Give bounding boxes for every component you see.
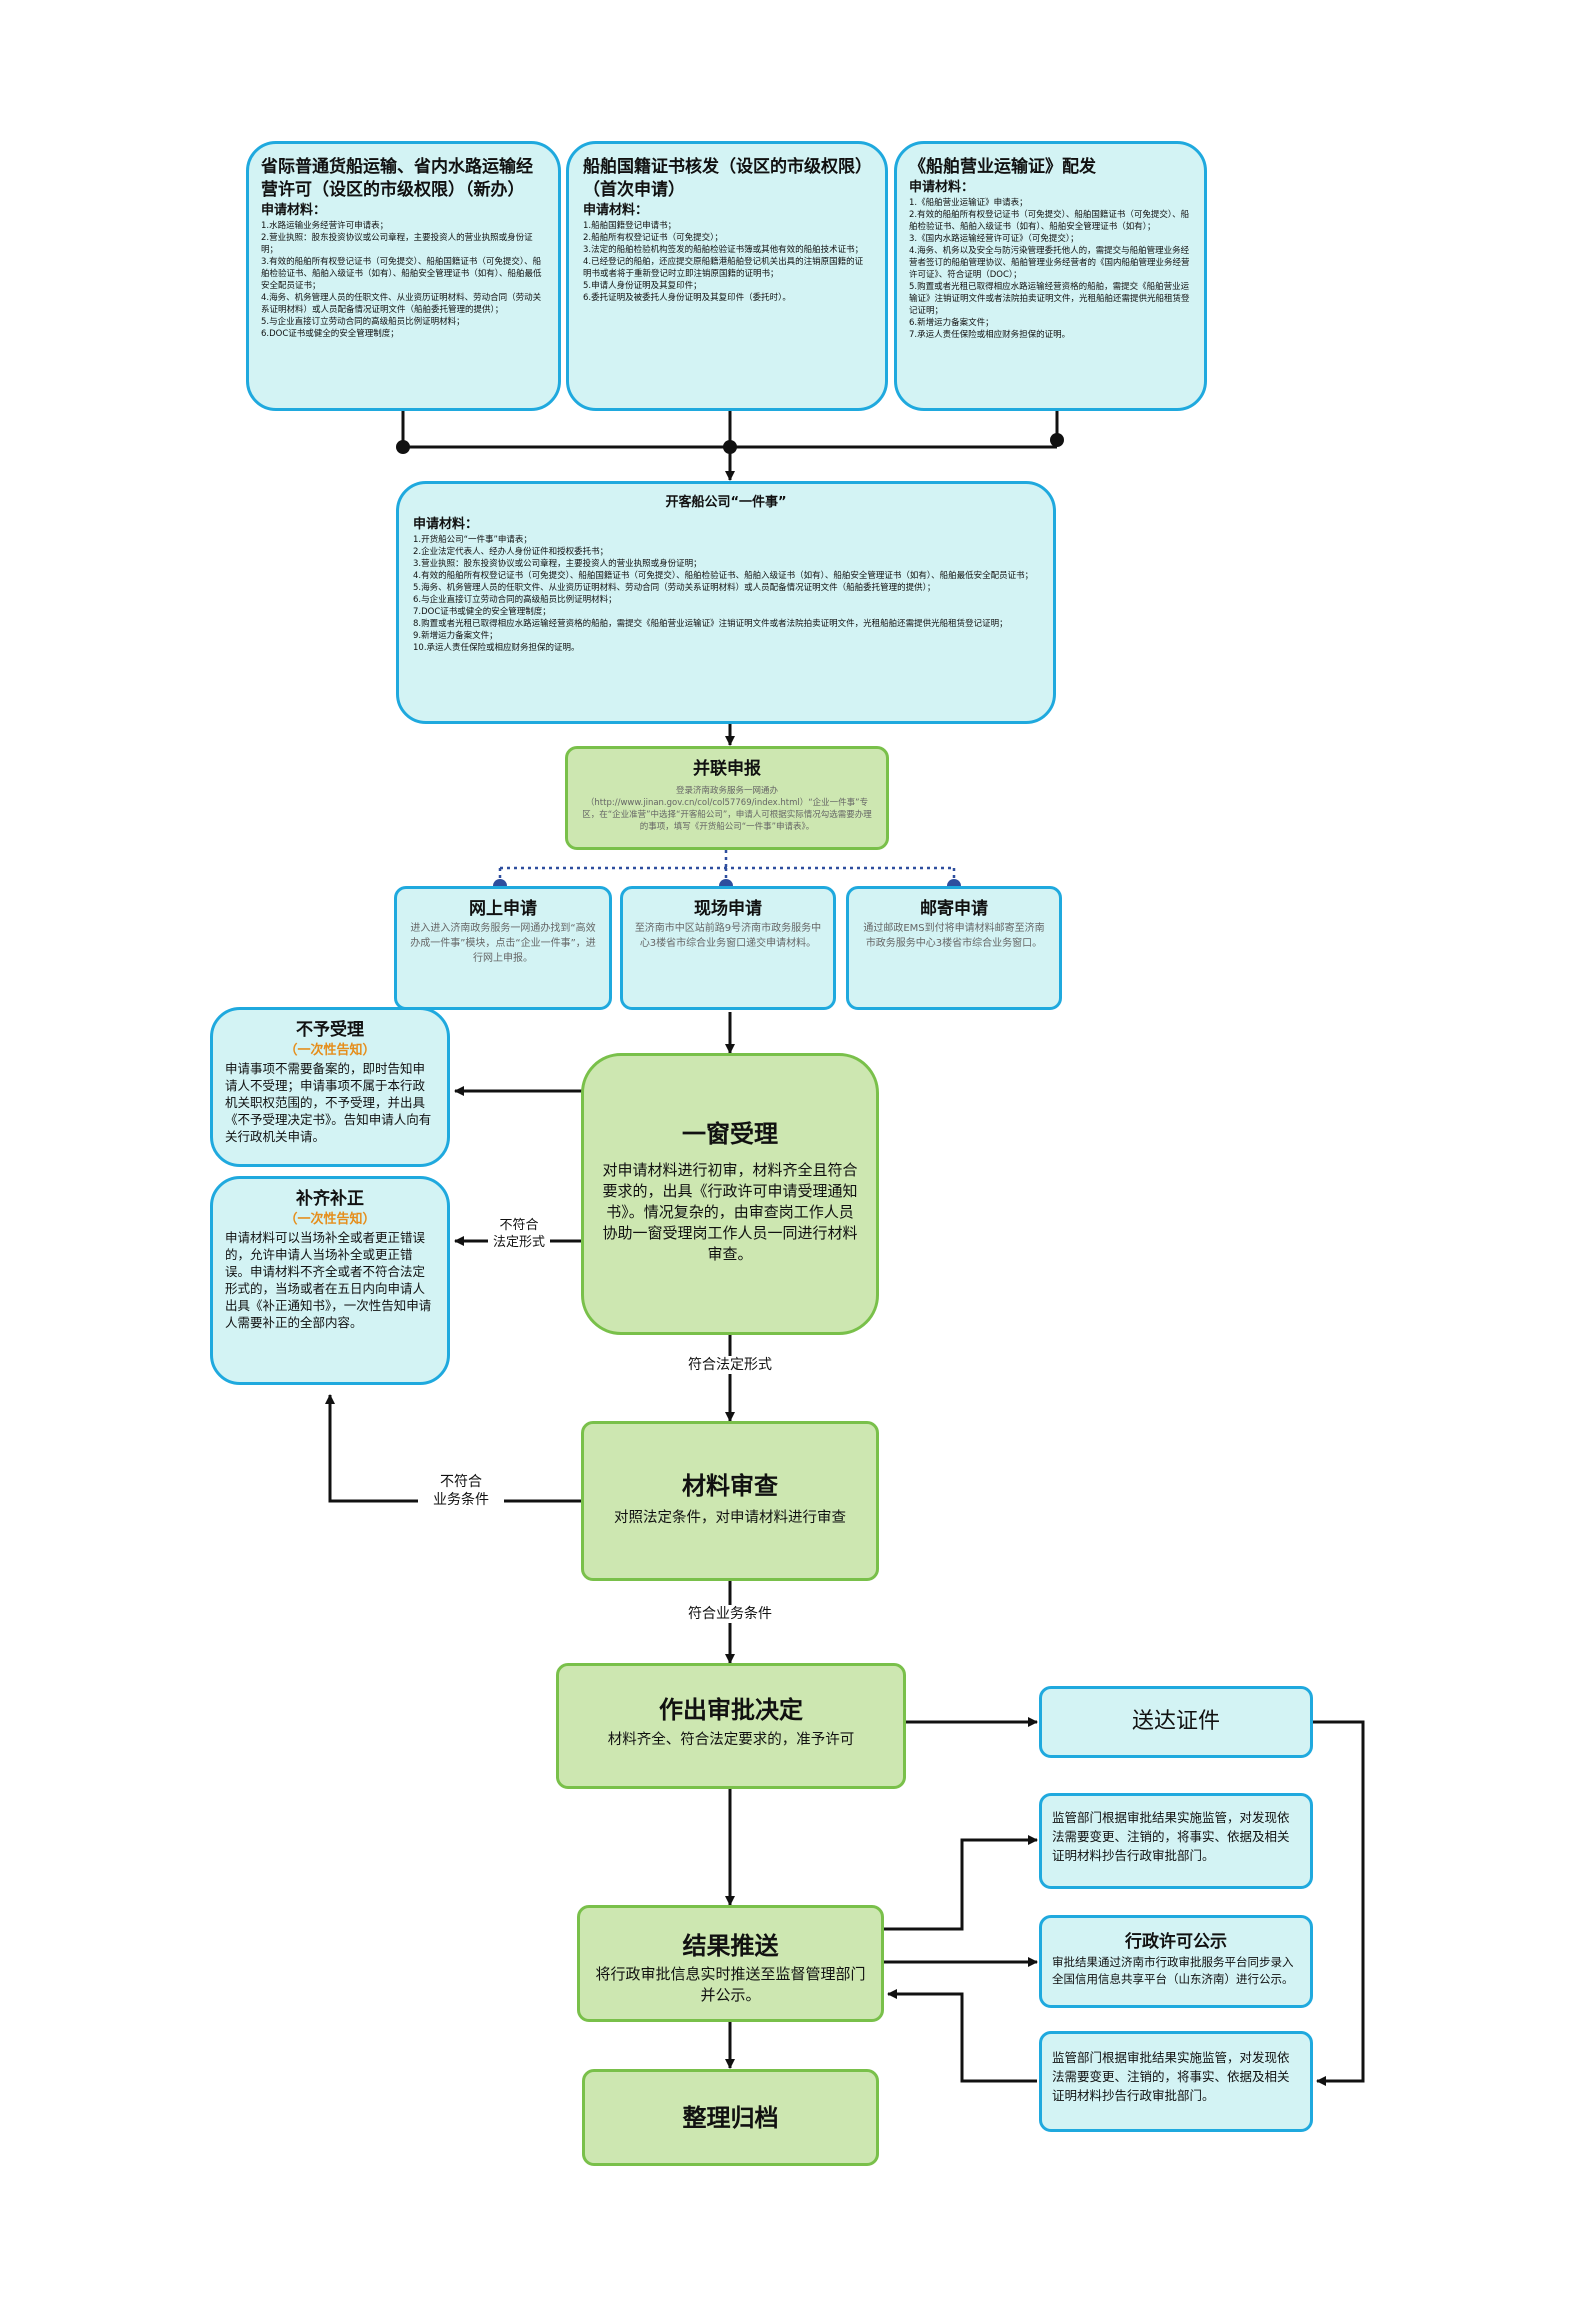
material-item: 5.与企业直接订立劳动合同的高级船员比例证明材料； — [261, 317, 465, 327]
material-item: 2.船舶所有权登记证书（可免提交）； — [583, 233, 723, 243]
materials-label: 申请材料： — [909, 180, 975, 195]
decision-title: 作出审批决定 — [659, 1696, 803, 1724]
box-title: 船舶国籍证书核发（设区的市级权限）（首次申请） — [583, 157, 864, 200]
permit-publicity-box: 行政许可公示 审批结果通过济南市行政审批服务平台同步录入全国信用信息共享平台（山… — [1039, 1915, 1313, 2008]
supervision-desc: 监管部门根据审批结果实施监管，对发现依法需要变更、注销的，将事实、依据及相关证明… — [1052, 1810, 1290, 1863]
channel-title: 邮寄申请 — [920, 899, 988, 919]
channel-onsite: 现场申请 至济南市中区站前路9号济南市政务服务中心3楼省市综合业务窗口递交申请材… — [620, 886, 836, 1010]
channel-desc: 进入进入济南政务服务一网通办找到“高效办成一件事”模块，点击“企业一件事”，进行… — [410, 923, 596, 964]
material-item: 6.与企业直接订立劳动合同的高级船员比例证明材料； — [413, 595, 617, 605]
material-item: 5.海务、机务管理人员的任职文件、从业资历证明材料、劳动合同（劳动关系证明材料）… — [413, 583, 936, 593]
material-item: 4.海务、机务以及安全与防污染管理委托他人的，需提交与船舶管理业务经营者签订的船… — [909, 246, 1190, 280]
materials-label: 申请材料： — [583, 203, 649, 218]
supplement-box: 补齐补正 （一次性告知） 申请材料可以当场补全或者更正错误的，允许申请人当场补全… — [210, 1176, 450, 1385]
permit-box-ship-operation-certificate: 《船舶营业运输证》配发 申请材料： 1.《船舶营业运输证》申请表； 2.有效的船… — [894, 141, 1207, 411]
box-title: 省际普通货船运输、省内水路运输经营许可（设区的市级权限）（新办） — [261, 157, 533, 200]
permit-box-ship-nationality: 船舶国籍证书核发（设区的市级权限）（首次申请） 申请材料： 1.船舶国籍登记申请… — [566, 141, 888, 411]
material-item: 3.《国内水路运输经营许可证》（可免提交）； — [909, 234, 1079, 244]
box-title: 《船舶营业运输证》配发 — [909, 157, 1096, 177]
material-item: 1.开货船公司“一件事”申请表； — [413, 535, 532, 545]
parallel-filing-box: 并联申报 登录济南政务服务一网通办（http://www.jinan.gov.c… — [565, 746, 889, 850]
deliver-certificate-box: 送达证件 — [1039, 1686, 1313, 1758]
decision-desc: 材料齐全、符合法定要求的，准予许可 — [607, 1732, 855, 1748]
review-title: 材料审查 — [682, 1472, 778, 1500]
supplement-subtitle: （一次性告知） — [284, 1212, 376, 1227]
parallel-desc: 登录济南政务服务一网通办（http://www.jinan.gov.cn/col… — [582, 786, 872, 832]
supervision-desc: 监管部门根据审批结果实施监管，对发现依法需要变更、注销的，将事实、依据及相关证明… — [1052, 2050, 1290, 2103]
material-item: 3.营业执照：股东投资协议或公司章程，主要投资人的营业执照或身份证明； — [413, 559, 702, 569]
channel-desc: 至济南市中区站前路9号济南市政务服务中心3楼省市综合业务窗口递交申请材料。 — [634, 923, 822, 949]
material-item: 5.申请人身份证明及其复印件； — [583, 281, 702, 291]
result-push-box: 结果推送 将行政审批信息实时推送至监督管理部门并公示。 — [577, 1905, 884, 2022]
publicity-desc: 审批结果通过济南市行政审批服务平台同步录入全国信用信息共享平台（山东济南）进行公… — [1052, 1955, 1294, 1986]
label-not-business-condition: 不符合 业务条件 — [418, 1473, 504, 1509]
channel-desc: 通过邮政EMS到付将申请材料邮寄至济南市政务服务中心3楼省市综合业务窗口。 — [863, 923, 1045, 949]
channel-title: 现场申请 — [694, 899, 762, 919]
material-item: 4.有效的船舶所有权登记证书（可免提交）、船舶国籍证书（可免提交）、船舶检验证书… — [413, 571, 1034, 581]
material-item: 5.购置或者光租已取得相应水路运输经营资格的船舶，需提交《船舶营业运输证》注销证… — [909, 282, 1190, 316]
channel-online: 网上申请 进入进入济南政务服务一网通办找到“高效办成一件事”模块，点击“企业一件… — [394, 886, 612, 1010]
reject-desc: 申请事项不需要备案的，即时告知申请人不受理；申请事项不属于本行政机关职权范围的，… — [225, 1061, 432, 1144]
material-item: 4.已经登记的船舶，还应提交原船籍港船舶登记机关出具的注销原国籍的证明书或者将于… — [583, 257, 864, 279]
material-item: 6.新增运力备案文件； — [909, 318, 994, 328]
material-item: 2.有效的船舶所有权登记证书（可免提交）、船舶国籍证书（可免提交）、船舶检验证书… — [909, 210, 1190, 232]
window-acceptance-box: 一窗受理 对申请材料进行初审，材料齐全且符合要求的，出具《行政许可申请受理通知书… — [581, 1053, 879, 1335]
supervision-box-top: 监管部门根据审批结果实施监管，对发现依法需要变更、注销的，将事实、依据及相关证明… — [1039, 1793, 1313, 1889]
supplement-desc: 申请材料可以当场补全或者更正错误的，允许申请人当场补全或更正错误。申请材料不齐全… — [225, 1230, 432, 1330]
channel-title: 网上申请 — [469, 899, 537, 919]
material-item: 2.营业执照：股东投资协议或公司章程，主要投资人的营业执照或身份证明； — [261, 233, 533, 255]
archive-title: 整理归档 — [682, 2104, 779, 2132]
material-item: 7.承运人责任保险或相应财务担保的证明。 — [909, 330, 1071, 340]
material-item: 3.法定的船舶检验机构签发的船舶检验证书簿或其他有效的船舶技术证书； — [583, 245, 864, 255]
label-not-legal-form: 不符合 法定形式 — [488, 1217, 550, 1251]
merged-title: 开客船公司“一件事” — [665, 495, 787, 510]
material-item: 1.船舶国籍登记申请书； — [583, 221, 677, 231]
window-title: 一窗受理 — [682, 1120, 778, 1148]
reject-box: 不予受理 （一次性告知） 申请事项不需要备案的，即时告知申请人不受理；申请事项不… — [210, 1007, 450, 1167]
material-item: 10.承运人责任保险或相应财务担保的证明。 — [413, 643, 580, 653]
channel-mail: 邮寄申请 通过邮政EMS到付将申请材料邮寄至济南市政务服务中心3楼省市综合业务窗… — [846, 886, 1062, 1010]
material-item: 4.海务、机务管理人员的任职文件、从业资历证明材料、劳动合同（劳动关系证明材料）… — [261, 293, 542, 315]
materials-label: 申请材料： — [413, 517, 479, 532]
approval-decision-box: 作出审批决定 材料齐全、符合法定要求的，准予许可 — [556, 1663, 906, 1789]
supervision-box-bottom: 监管部门根据审批结果实施监管，对发现依法需要变更、注销的，将事实、依据及相关证明… — [1039, 2031, 1313, 2132]
label-business-condition: 符合业务条件 — [670, 1605, 790, 1623]
archive-box: 整理归档 — [582, 2069, 879, 2166]
material-item: 2.企业法定代表人、经办人身份证件和授权委托书； — [413, 547, 609, 557]
review-desc: 对照法定条件，对申请材料进行审查 — [614, 1510, 846, 1526]
material-item: 8.购置或者光租已取得相应水路运输经营资格的船舶，需提交《船舶营业运输证》注销证… — [413, 619, 1008, 629]
push-desc: 将行政审批信息实时推送至监督管理部门并公示。 — [595, 1965, 866, 2004]
material-item: 3.有效的船舶所有权登记证书（可免提交）、船舶国籍证书（可免提交）、船舶检验证书… — [261, 257, 542, 291]
material-item: 9.新增运力备案文件； — [413, 631, 498, 641]
material-item: 6.DOC证书或健全的安全管理制度； — [261, 329, 399, 339]
publicity-title: 行政许可公示 — [1125, 1932, 1227, 1952]
label-legal-form: 符合法定形式 — [670, 1356, 790, 1374]
material-item: 6.委托证明及被委托人身份证明及其复印件（委托时）。 — [583, 293, 791, 303]
reject-subtitle: （一次性告知） — [284, 1043, 376, 1058]
material-review-box: 材料审查 对照法定条件，对申请材料进行审查 — [581, 1421, 879, 1581]
materials-label: 申请材料： — [261, 203, 327, 218]
deliver-title: 送达证件 — [1131, 1709, 1220, 1734]
reject-title: 不予受理 — [296, 1020, 364, 1040]
permit-box-waterway-transport: 省际普通货船运输、省内水路运输经营许可（设区的市级权限）（新办） 申请材料： 1… — [246, 141, 561, 411]
window-desc: 对申请材料进行初审，材料齐全且符合要求的，出具《行政许可申请受理通知书》。情况复… — [602, 1161, 858, 1263]
push-title: 结果推送 — [682, 1932, 779, 1960]
parallel-title: 并联申报 — [693, 759, 761, 779]
material-item: 7.DOC证书或健全的安全管理制度； — [413, 607, 551, 617]
material-item: 1.《船舶营业运输证》申请表； — [909, 198, 1028, 208]
merged-application-box: 开客船公司“一件事” 申请材料： 1.开货船公司“一件事”申请表； 2.企业法定… — [396, 481, 1056, 724]
material-item: 1.水路运输业务经营许可申请表； — [261, 221, 389, 231]
supplement-title: 补齐补正 — [296, 1189, 364, 1209]
